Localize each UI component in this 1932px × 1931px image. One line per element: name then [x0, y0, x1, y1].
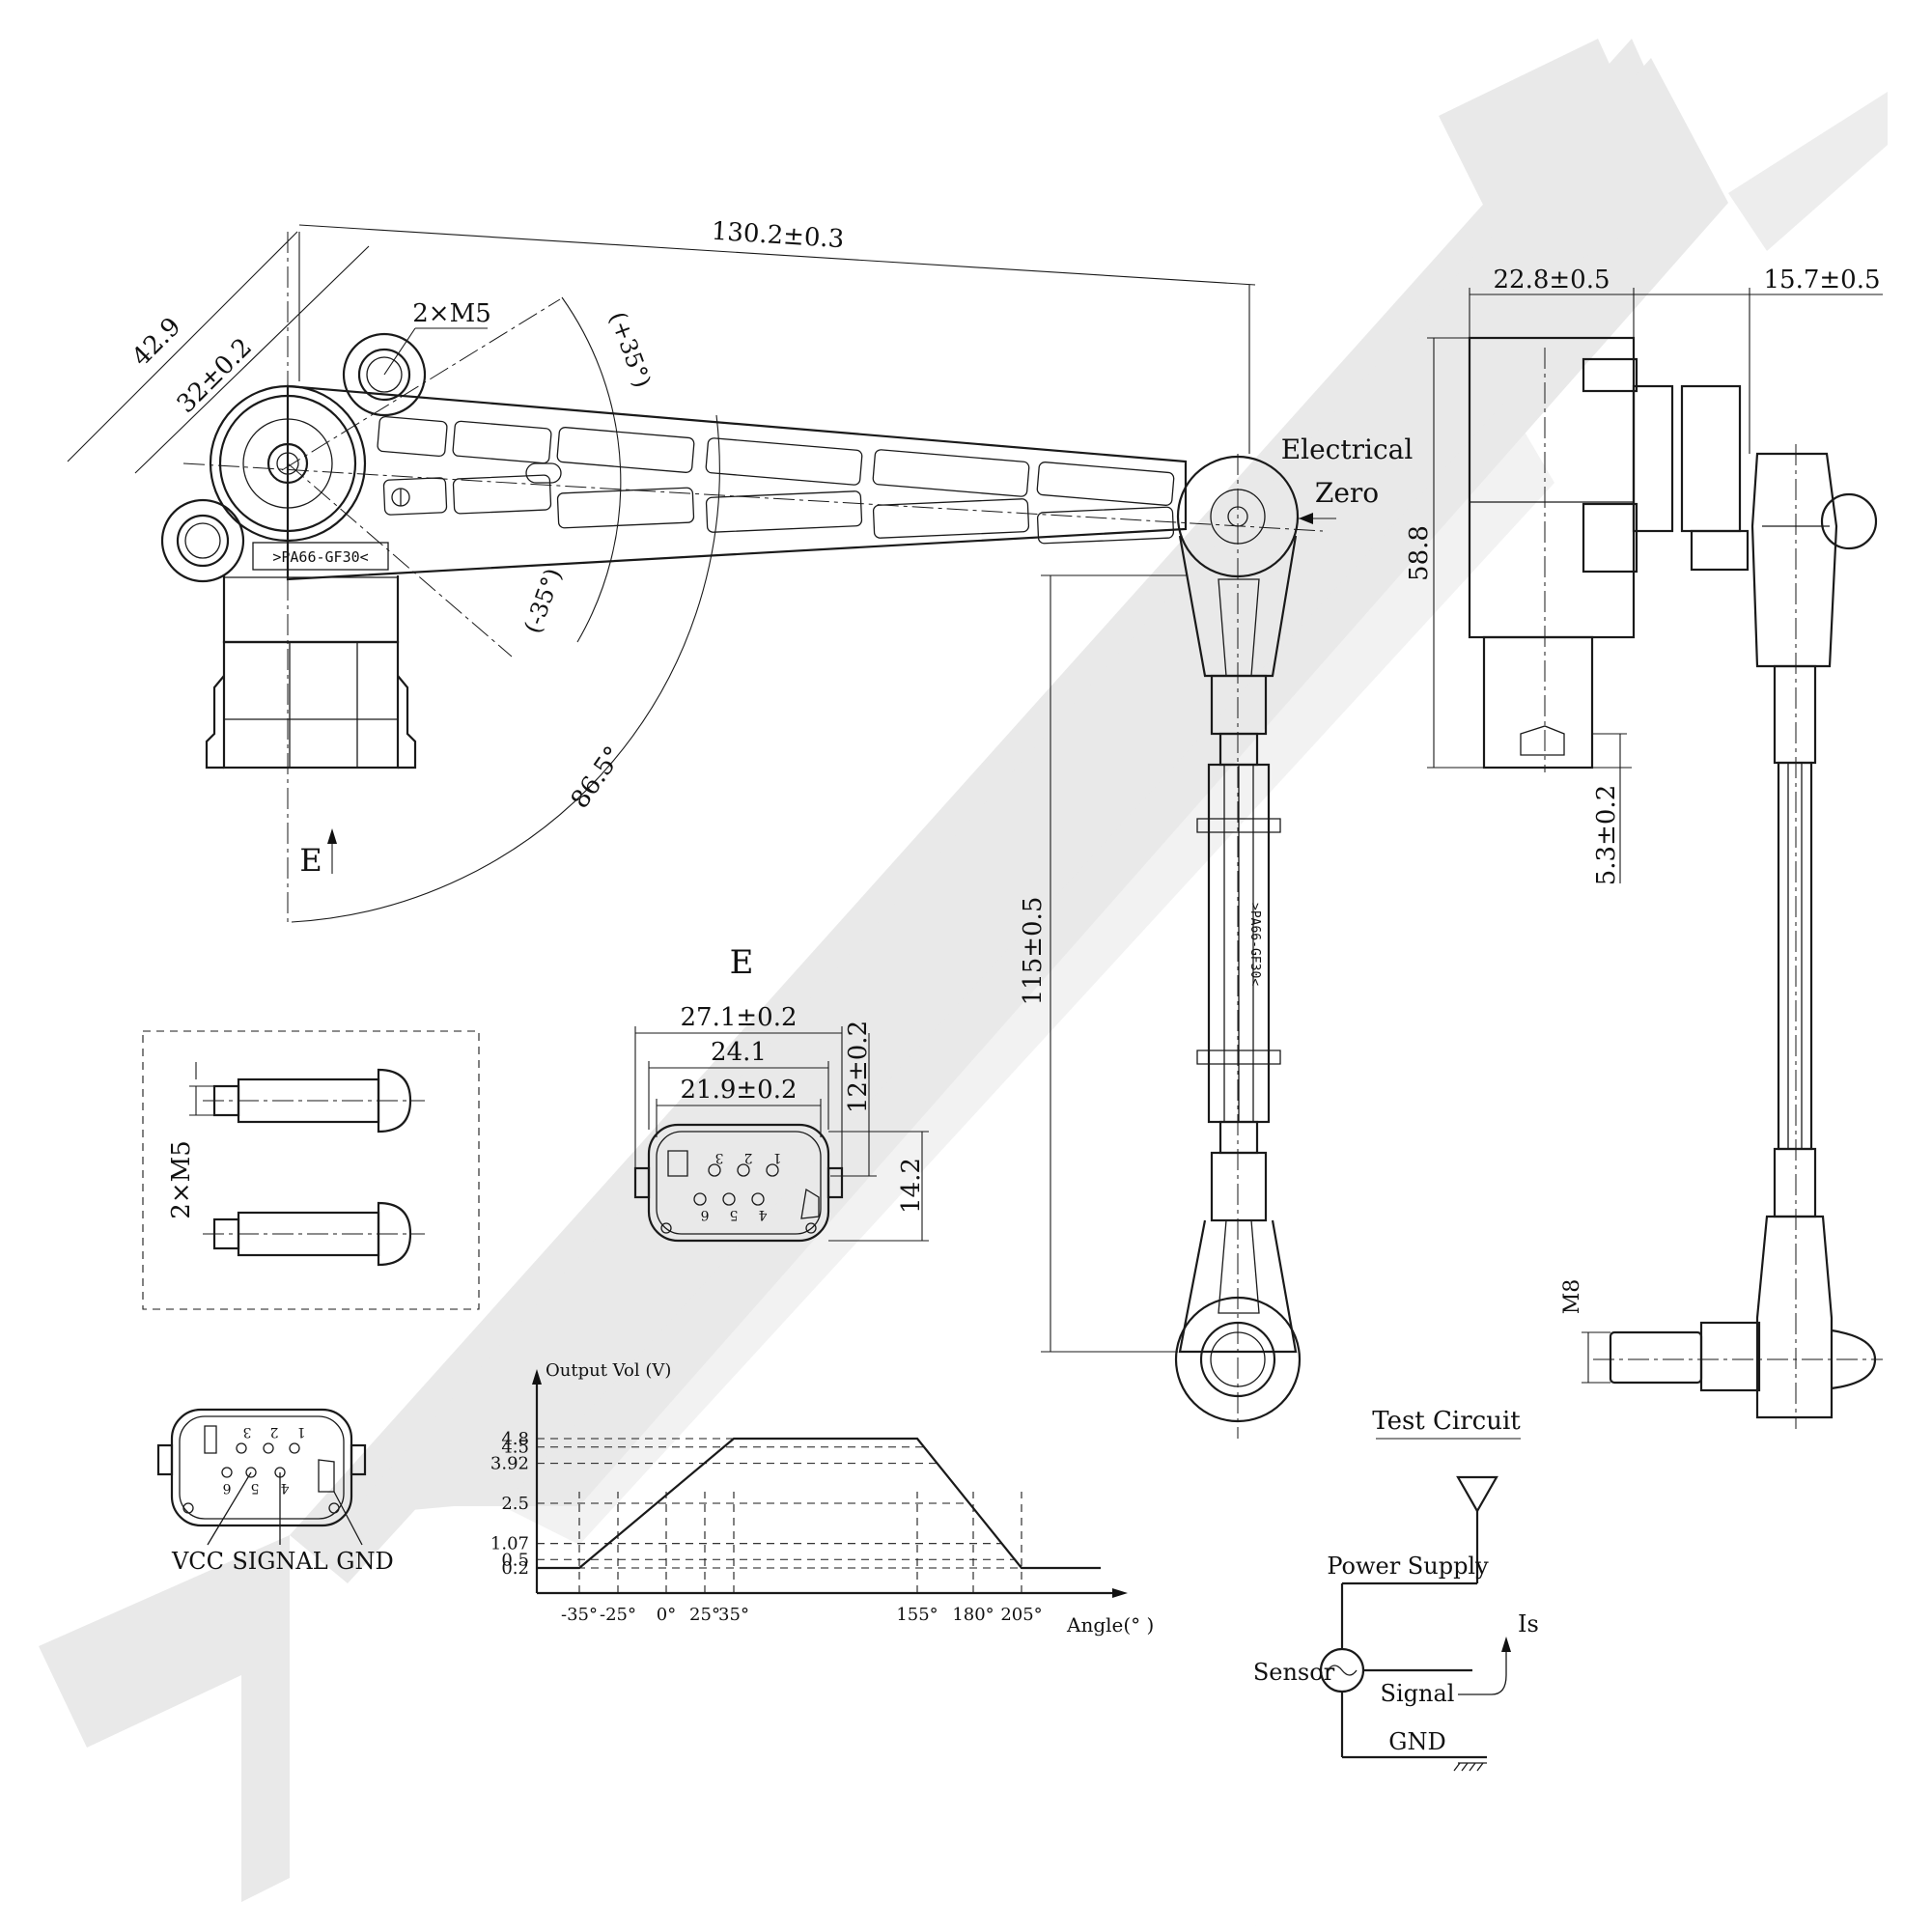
dim-42-9: 42.9 — [126, 312, 186, 372]
pinout-pin-4: 4 — [280, 1480, 289, 1496]
view-e-marker: E — [299, 842, 322, 879]
view-e-connector: E 1 2 3 4 5 6 27.1±0.2 24.1 21.9±0.2 — [633, 943, 929, 1243]
tc-sensor: Sensor — [1253, 1659, 1335, 1686]
dim-12: 12±0.2 — [844, 1021, 873, 1113]
dim-115: 115±0.5 — [1019, 897, 1048, 1006]
side-view — [1468, 336, 1883, 1429]
dim-15-7: 15.7±0.5 — [1763, 266, 1880, 294]
pinout-gnd: GND — [336, 1548, 393, 1575]
view-e-pin-3: 3 — [715, 1150, 724, 1165]
view-e-title: E — [730, 943, 754, 982]
part-marking-rod: >PA66-GF30< — [1247, 903, 1262, 986]
chart-xlabel: Angle(° ) — [1066, 1613, 1154, 1637]
chart-x-tick-label: 0° — [657, 1605, 676, 1625]
dim-22-8: 22.8±0.5 — [1493, 266, 1610, 294]
chart-x-ticks: -35°-25° 0° 25°35° 155° 180° 205° — [561, 1605, 1043, 1625]
angle-pos-35: (+35°) — [603, 308, 656, 391]
pinout-pin-2: 2 — [270, 1424, 279, 1440]
test-circuit-title: Test Circuit — [1372, 1407, 1521, 1436]
dim-m5-top: 2×M5 — [412, 299, 491, 328]
dim-27-1: 27.1±0.2 — [680, 1003, 797, 1032]
tc-gnd: GND — [1388, 1728, 1445, 1755]
pinout-pin-3: 3 — [243, 1424, 252, 1440]
dim-32: 32±0.2 — [172, 333, 258, 419]
electrical-zero-line2: Zero — [1315, 477, 1379, 509]
chart-y-tick-label: 0.5 — [501, 1550, 529, 1570]
pinout-signal: SIGNAL — [232, 1548, 327, 1575]
pinout-vcc: VCC — [171, 1548, 224, 1575]
view-e-pin-5: 5 — [730, 1207, 739, 1222]
chart-x-tick-label: 155° — [896, 1605, 938, 1625]
chart-y-tick-label: 1.07 — [490, 1534, 529, 1554]
chart-ylabel: Output Vol (V) — [546, 1360, 671, 1381]
chart-y-tick-label: 4.5 — [501, 1438, 529, 1458]
dim-m8: M8 — [1560, 1279, 1584, 1315]
tc-power-supply: Power Supply — [1327, 1553, 1489, 1580]
angle-neg-35: (-35°) — [518, 565, 567, 637]
side-view-dimensions: 22.8±0.5 15.7±0.5 58.8 5.3±0.2 M8 — [1405, 266, 1883, 1384]
chart-x-tick-label: 205° — [1000, 1605, 1042, 1625]
pinout-diagram: 1 2 3 4 5 6 VCC SIGNAL GND — [156, 1408, 394, 1575]
chart-y-tick-label: 4.8 — [501, 1429, 529, 1449]
chart-y-tick-label: 2.5 — [501, 1494, 529, 1514]
chart-x-tick-label: -35° — [561, 1605, 598, 1625]
bolts-label: 2×M5 — [167, 1140, 196, 1219]
chart-x-tick-label: -25° — [600, 1605, 636, 1625]
tc-signal: Signal — [1381, 1680, 1455, 1707]
dim-5-3: 5.3±0.2 — [1592, 785, 1621, 885]
chart-y-tick-label: 3.92 — [490, 1454, 529, 1474]
dim-arm-length: 130.2±0.3 — [711, 217, 845, 255]
chart-x-tick-label: 180° — [952, 1605, 994, 1625]
dim-58-8: 58.8 — [1405, 525, 1434, 581]
bolts-detail: 2×M5 — [142, 1030, 480, 1310]
test-circuit: Test Circuit Power Supply Sensor Signal … — [1253, 1407, 1539, 1772]
dim-14-2: 14.2 — [897, 1158, 926, 1214]
chart-y-tick-label: 0.2 — [501, 1558, 529, 1579]
output-voltage-chart: Output Vol (V) Angle(° ) 4.84.53.92 2.5 1.… — [490, 1360, 1154, 1637]
angle-86-5: 86.5° — [566, 742, 629, 814]
tc-is: Is — [1518, 1610, 1539, 1637]
view-e-pin-2: 2 — [744, 1150, 753, 1165]
electrical-zero-line1: Electrical — [1281, 434, 1414, 465]
watermark-text: ZENINEK — [1255, 1925, 1260, 1927]
chart-x-tick-label: 25° — [689, 1605, 720, 1625]
dim-24-1: 24.1 — [711, 1038, 767, 1067]
pinout-pin-6: 6 — [222, 1480, 231, 1496]
part-marking-arm: >PA66-GF30< — [272, 548, 368, 566]
pinout-pin-1: 1 — [297, 1424, 306, 1440]
dim-21-9: 21.9±0.2 — [680, 1076, 797, 1105]
lever-main-view: >PA66-GF30< >PA66-GF30< — [160, 232, 1324, 1439]
chart-y-ticks: 4.84.53.92 2.5 1.070.50.2 — [490, 1429, 529, 1579]
chart-x-tick-label: 35° — [718, 1605, 749, 1625]
view-e-pin-1: 1 — [773, 1150, 782, 1165]
pinout-pin-5: 5 — [251, 1480, 260, 1496]
chart-series-line — [537, 1437, 1101, 1570]
view-e-pin-6: 6 — [700, 1207, 709, 1222]
view-e-pin-4: 4 — [758, 1207, 767, 1222]
